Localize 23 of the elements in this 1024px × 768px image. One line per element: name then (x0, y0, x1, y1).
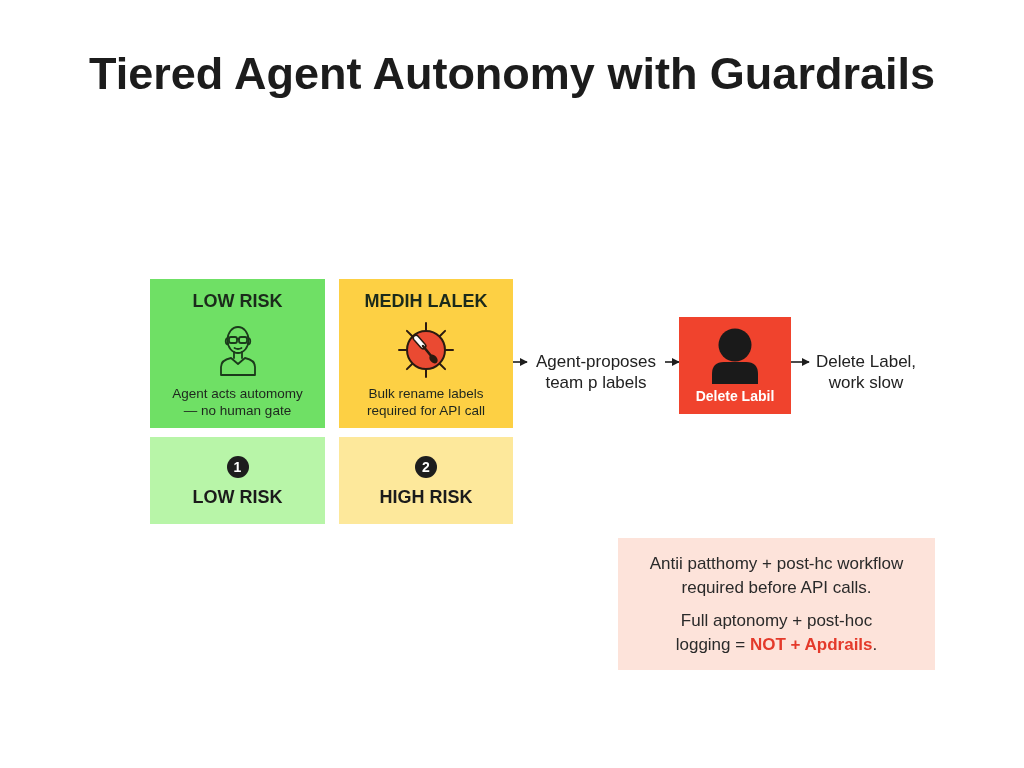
note-text: Full aptonomy + post-hoc logging = NOT + Apdrails. (674, 610, 879, 656)
action-card (679, 317, 791, 414)
tile-heading: MEDIH LALEK (364, 291, 488, 312)
risk-tile (339, 279, 513, 428)
arrow (664, 358, 680, 366)
note-panel (618, 538, 935, 670)
risk-level-label: HIGH RISK (379, 487, 473, 508)
risk-level-label: LOW RISK (192, 487, 283, 508)
risk-level-card (150, 437, 325, 524)
note-text: Antii patthomy + post-hc workflow required before API calls. (648, 553, 905, 599)
tile-heading: LOW RISK (192, 291, 283, 312)
risk-tile (150, 279, 325, 428)
tile-description: Agent acts automomy — no human gate (171, 385, 304, 419)
diagram-title: Tiered Agent Autonomy with Guardrails (89, 47, 935, 101)
arrow (790, 358, 810, 366)
step-number: 2 (415, 456, 437, 478)
flow-step-text: Agent-proposes team p labels (527, 351, 665, 393)
action-label: Delete Labil (695, 388, 775, 405)
tile-description: Bulk rename labels required for API call (366, 385, 486, 419)
step-number: 1 (226, 456, 249, 478)
flow-step-text: Delete Label, work slow (809, 351, 923, 393)
risk-level-card (339, 437, 513, 524)
arrow (512, 358, 528, 366)
